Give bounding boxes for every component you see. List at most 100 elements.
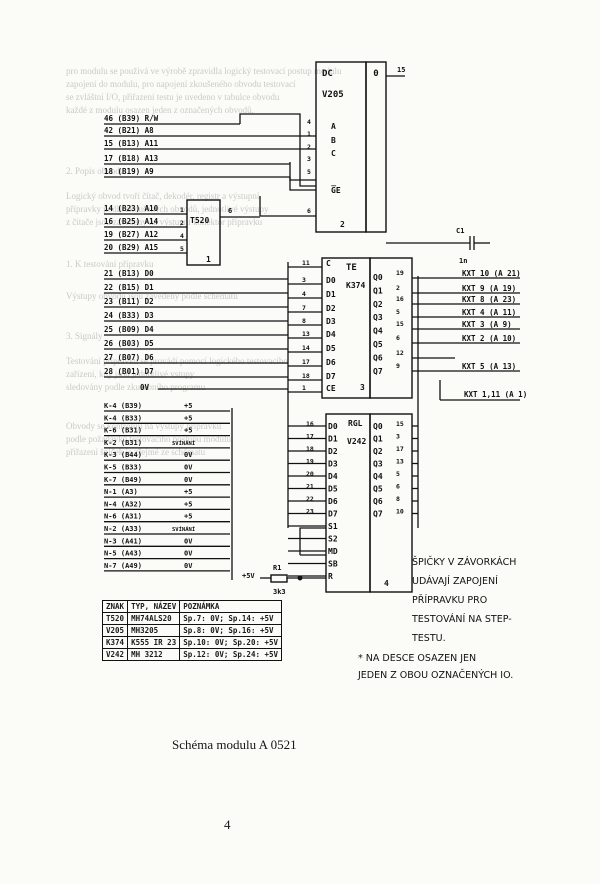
power-net-value: +5 [184, 488, 192, 496]
chip-pin-label: S2 [328, 535, 338, 544]
pin-number: 11 [302, 259, 310, 267]
ghost-line: Výstupy obvodů jsou zavedeny podle schém… [66, 291, 238, 301]
ghost-line: z čítače jsou zavedeny na výstupní konek… [66, 217, 263, 227]
parts-cell: V205 [101, 624, 129, 637]
chip-pin-label: S1 [328, 522, 338, 531]
pin-number: 5 [396, 470, 400, 478]
chip-pin-label: Q2 [373, 300, 383, 309]
ghost-line: přípravky podle zkoušených obvodů, jedno… [66, 204, 269, 214]
net-label: 20 (B29) A15 [104, 243, 158, 252]
power-net-value: +5 [184, 513, 192, 521]
power-net-value: +5 [184, 500, 192, 508]
pin-number: 1 [307, 130, 311, 138]
pin-number: 3 [302, 276, 306, 284]
pin-number: 6 [307, 207, 311, 215]
chip-inner-number: 3 [360, 383, 365, 392]
chip-pin-label: Q1 [373, 286, 383, 295]
pin-number: 18 [302, 372, 310, 380]
pin-number: 2 [396, 284, 400, 292]
chip-pin-label: Q1 [373, 435, 383, 444]
chip-pin-label: D4 [328, 472, 338, 481]
chip-pin-label: D5 [328, 485, 338, 494]
net-label: 42 (B21) A8 [104, 126, 154, 135]
power-net-value: 0V [184, 476, 193, 484]
ghost-line: se zvláštní I/O, přiřazení testu je uved… [66, 92, 280, 102]
chip-pin-label: Q3 [373, 313, 383, 322]
pin-number: 9 [396, 362, 400, 370]
ghost-line: zařízení, kdy jsou jednotlivé vstupy [66, 369, 195, 379]
pin-number: 6 [228, 207, 232, 215]
chip-pin-label: D6 [326, 358, 336, 367]
ghost-line: podle požadavků testovacího postupu modu… [66, 434, 231, 444]
pin-number: 15 [396, 320, 404, 328]
figure-caption: Schéma modulu A 0521 [172, 737, 297, 752]
parts-cell: Sp.10: 0V; Sp.20: +5V [179, 636, 283, 649]
net-label: 24 (B33) D3 [104, 311, 154, 320]
net-label: 18 (B19) A9 [104, 167, 154, 176]
pin-number: 16 [306, 420, 314, 428]
pin-number: 19 [306, 458, 314, 466]
wire [239, 113, 316, 187]
output-label: KXT 10 (A 21) [462, 269, 521, 278]
parts-cell: MH74ALS20 [127, 612, 181, 625]
chip-pin-label: D0 [326, 276, 336, 285]
chip-v242-label: V242 [347, 437, 366, 446]
net-label: 14 (B23) A10 [104, 204, 159, 213]
net-label: 23 (B11) D2 [104, 297, 154, 306]
chip-pin-label: MD [328, 547, 338, 556]
ghost-line: Obvody se kontrolují na výstupy přípravk… [66, 421, 222, 431]
chip-v205-out-pin: 0 [373, 69, 378, 79]
output-label: KXT 4 (A 11) [462, 308, 516, 317]
chip-pin-label: D3 [328, 460, 338, 469]
chip-inner-number: 1 [206, 255, 211, 264]
resistor-label: R1 [273, 564, 281, 572]
chip-pin-label: D7 [326, 372, 336, 381]
resistor-value: 3k3 [273, 588, 286, 596]
chip-v205-side [365, 61, 387, 233]
chip-t520-label: T520 [190, 216, 209, 225]
parts-header-cell: ZNAK [101, 600, 129, 613]
power-net-label: K-6 (B31) [104, 427, 142, 435]
net-label: 17 (B18) A13 [104, 154, 159, 163]
power-net-label: K-5 (B33) [104, 464, 142, 472]
parts-cell: MH3205 [127, 624, 181, 637]
chip-t520 [186, 199, 221, 266]
net-label: 26 (B03) D5 [104, 339, 154, 348]
chip-pin-label: A [331, 122, 336, 131]
chip-pin-label: Q3 [373, 460, 383, 469]
power-net-label: N-2 (A33) [104, 525, 142, 533]
pin-number: 1 [180, 206, 184, 214]
chip-pin-label: CE [326, 384, 336, 393]
pin-number: 14 [302, 344, 310, 352]
assembly-note: * NA DESCE OSAZEN JEN JEDEN Z OBOU OZNAČ… [358, 650, 558, 684]
resistor-r1 [270, 574, 288, 583]
chip-pin-label: D2 [326, 304, 336, 313]
pin-number: 15 [396, 420, 404, 428]
chip-pin-label: Q7 [373, 367, 383, 376]
page-number: 4 [224, 817, 231, 832]
test-pins-note: ŠPIČKY V ZÁVORKÁCH UDÁVAJÍ ZAPOJENÍ PŘÍP… [412, 553, 592, 648]
chip-pin-label: B [331, 136, 336, 145]
pin-number: 10 [396, 508, 404, 516]
chip-v205-label: V205 [322, 90, 344, 100]
chip-pin-label: D6 [328, 497, 338, 506]
output-label: KXT 8 (A 23) [462, 295, 516, 304]
chip-pin-label: Q4 [373, 327, 383, 336]
net-label: 0V [140, 383, 150, 392]
pin-number: 2 [307, 143, 311, 151]
pin-number: 13 [396, 458, 404, 466]
net-label: 19 (B27) A12 [104, 230, 158, 239]
parts-cell: Sp.12: 0V; Sp.24: +5V [179, 648, 283, 661]
chip-pin-label: Q0 [373, 422, 383, 431]
chip-k374-label: K374 [346, 281, 365, 290]
chip-pin-label: Q2 [373, 447, 383, 456]
pin-number: 15 [397, 66, 405, 74]
net-label: 22 (B15) D1 [104, 283, 154, 292]
chip-pin-label: Q6 [373, 497, 383, 506]
chip-k374-side [369, 257, 413, 399]
output-label: KXT 9 (A 19) [462, 284, 516, 293]
power-net-label: N-1 (A3) [104, 488, 138, 496]
chip-pin-label: D0 [328, 422, 338, 431]
